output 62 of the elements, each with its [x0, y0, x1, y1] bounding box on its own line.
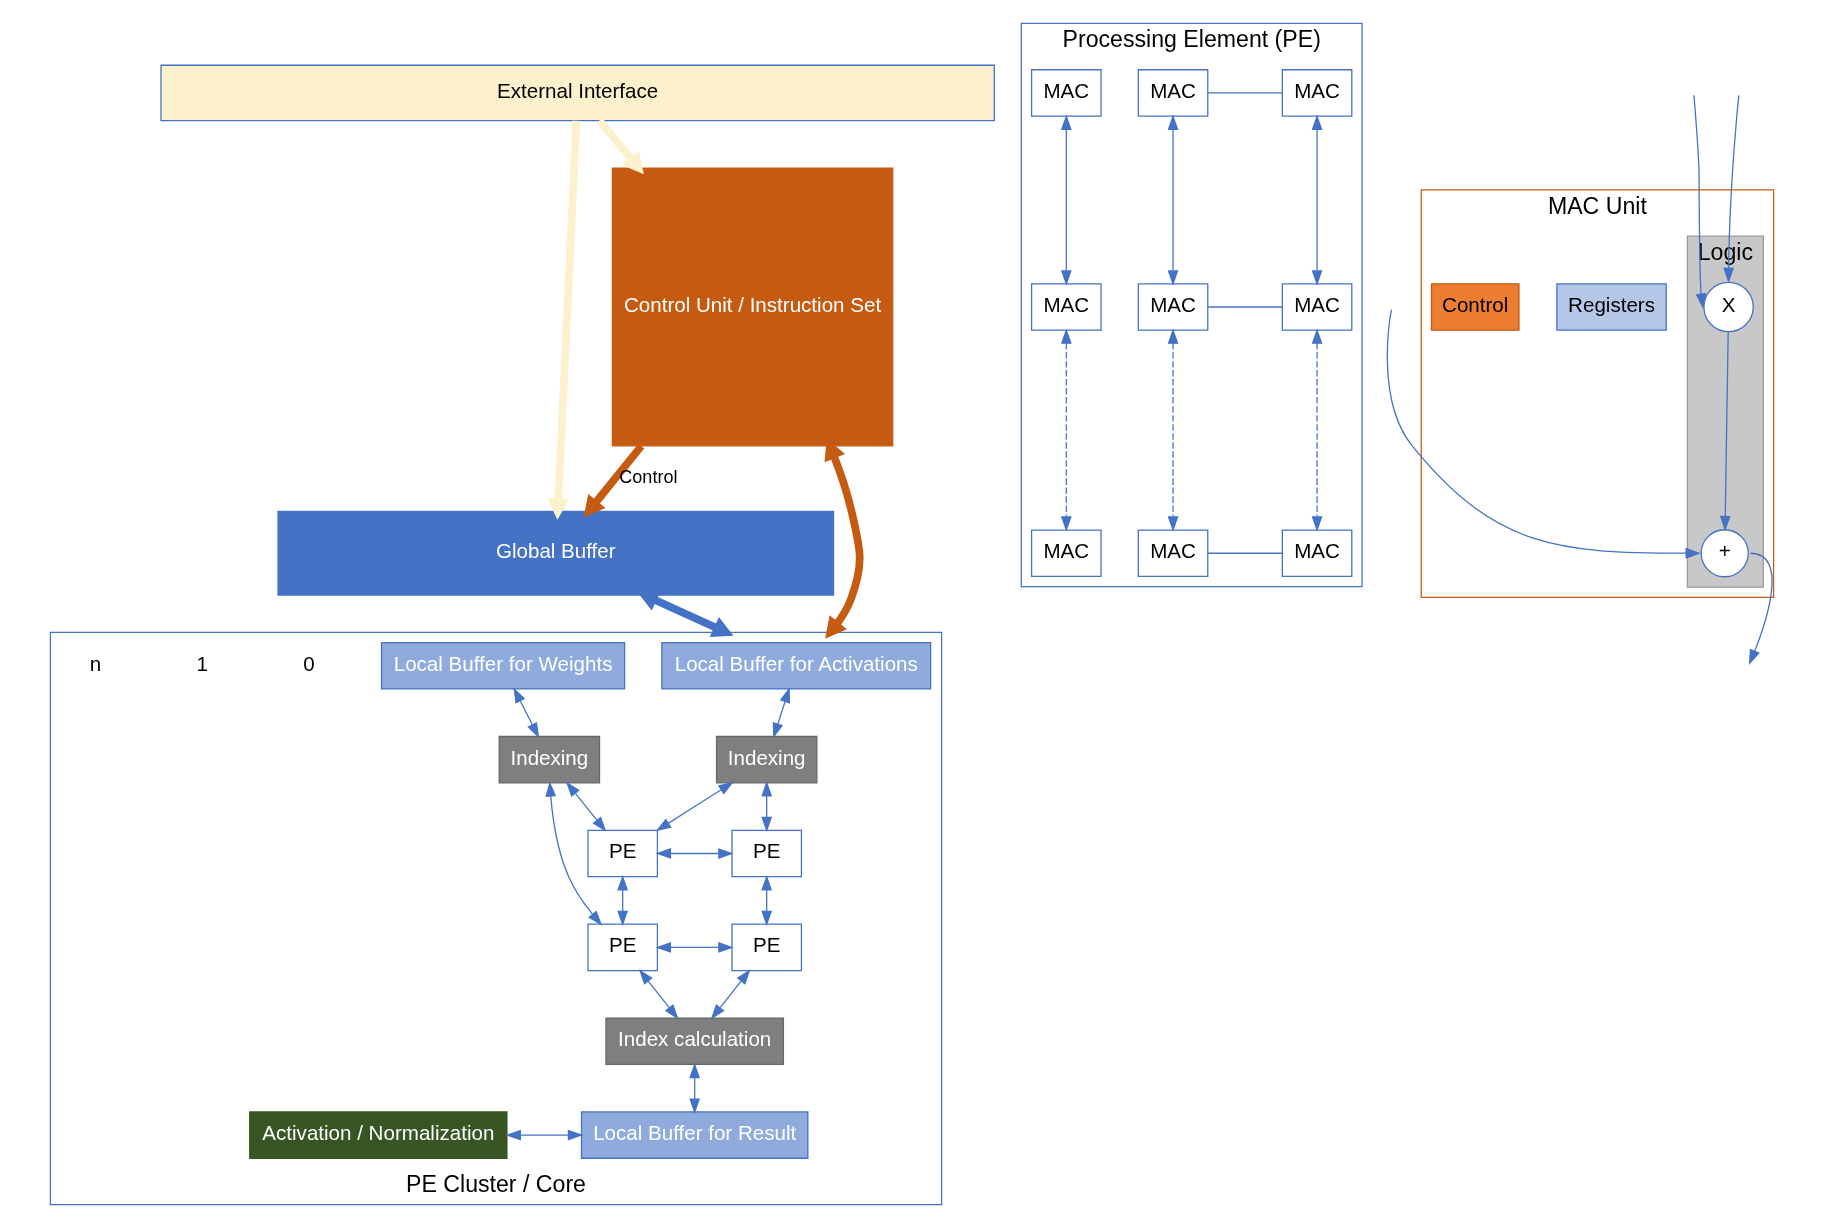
arrow: [1723, 94, 1740, 284]
arrow: [1719, 331, 1731, 532]
node-box: Local Buffer for Activations: [661, 641, 932, 690]
node-box: MAC: [1137, 283, 1209, 331]
arrow: [596, 118, 644, 175]
node-box: MAC: [1030, 283, 1102, 331]
arrow: [583, 443, 645, 518]
node-box: MAC: [1030, 69, 1102, 117]
node-circle: X: [1703, 281, 1754, 333]
label: 0: [303, 651, 315, 675]
arrow: [1311, 328, 1323, 532]
arrow: [565, 781, 607, 832]
connector: [1207, 552, 1283, 554]
arrow: [1167, 114, 1179, 286]
arrow: [505, 1129, 584, 1141]
node-box: Activation / Normalization: [249, 1111, 508, 1159]
arrow: [761, 874, 773, 927]
arrow: [710, 969, 751, 1020]
node-circle: +: [1700, 529, 1749, 578]
arrow: [1167, 328, 1179, 532]
label: 1: [196, 651, 208, 675]
arrow: [1386, 308, 1701, 559]
arrow: [772, 687, 791, 739]
node-box: Global Buffer: [277, 510, 835, 596]
node-box: MAC: [1137, 529, 1209, 578]
arrow: [1693, 94, 1707, 309]
node-box: Indexing: [498, 735, 601, 784]
node-box: Registers: [1556, 283, 1667, 331]
arrow: [617, 874, 629, 927]
arrow: [638, 969, 679, 1020]
label: n: [89, 651, 102, 675]
arrow: [513, 687, 540, 739]
arrow: [761, 781, 773, 833]
node-box: MAC: [1281, 283, 1353, 331]
node-box: MAC: [1281, 529, 1353, 578]
node-box: External Interface: [160, 64, 995, 122]
node-box: MAC: [1281, 69, 1353, 117]
connector: [1207, 306, 1283, 308]
arrow: [689, 1062, 701, 1114]
arrow: [1311, 114, 1323, 286]
arrow: [1060, 114, 1072, 286]
node-box: MAC: [1030, 529, 1102, 578]
node-box: PE: [587, 829, 659, 878]
arrow: [655, 848, 734, 859]
node-box: Local Buffer for Weights: [380, 641, 626, 690]
arrow: [655, 941, 734, 953]
node-box: MAC: [1137, 69, 1209, 117]
connector: [1207, 92, 1283, 94]
arrow: [1060, 328, 1072, 532]
arrow: [1748, 552, 1773, 666]
arrow: [655, 781, 734, 832]
node-box: Control: [1430, 283, 1520, 331]
arrow: [547, 120, 581, 520]
node-box: Index calculation: [605, 1017, 785, 1066]
node-box: PE: [731, 829, 803, 878]
node-box: Indexing: [715, 735, 818, 784]
node-box: PE: [587, 923, 659, 972]
arrow: [545, 781, 603, 926]
edge-label: Control: [619, 467, 678, 488]
node-box: Control Unit / Instruction Set: [611, 167, 894, 447]
node-box: PE: [731, 923, 803, 972]
node-box: Local Buffer for Result: [580, 1111, 809, 1159]
